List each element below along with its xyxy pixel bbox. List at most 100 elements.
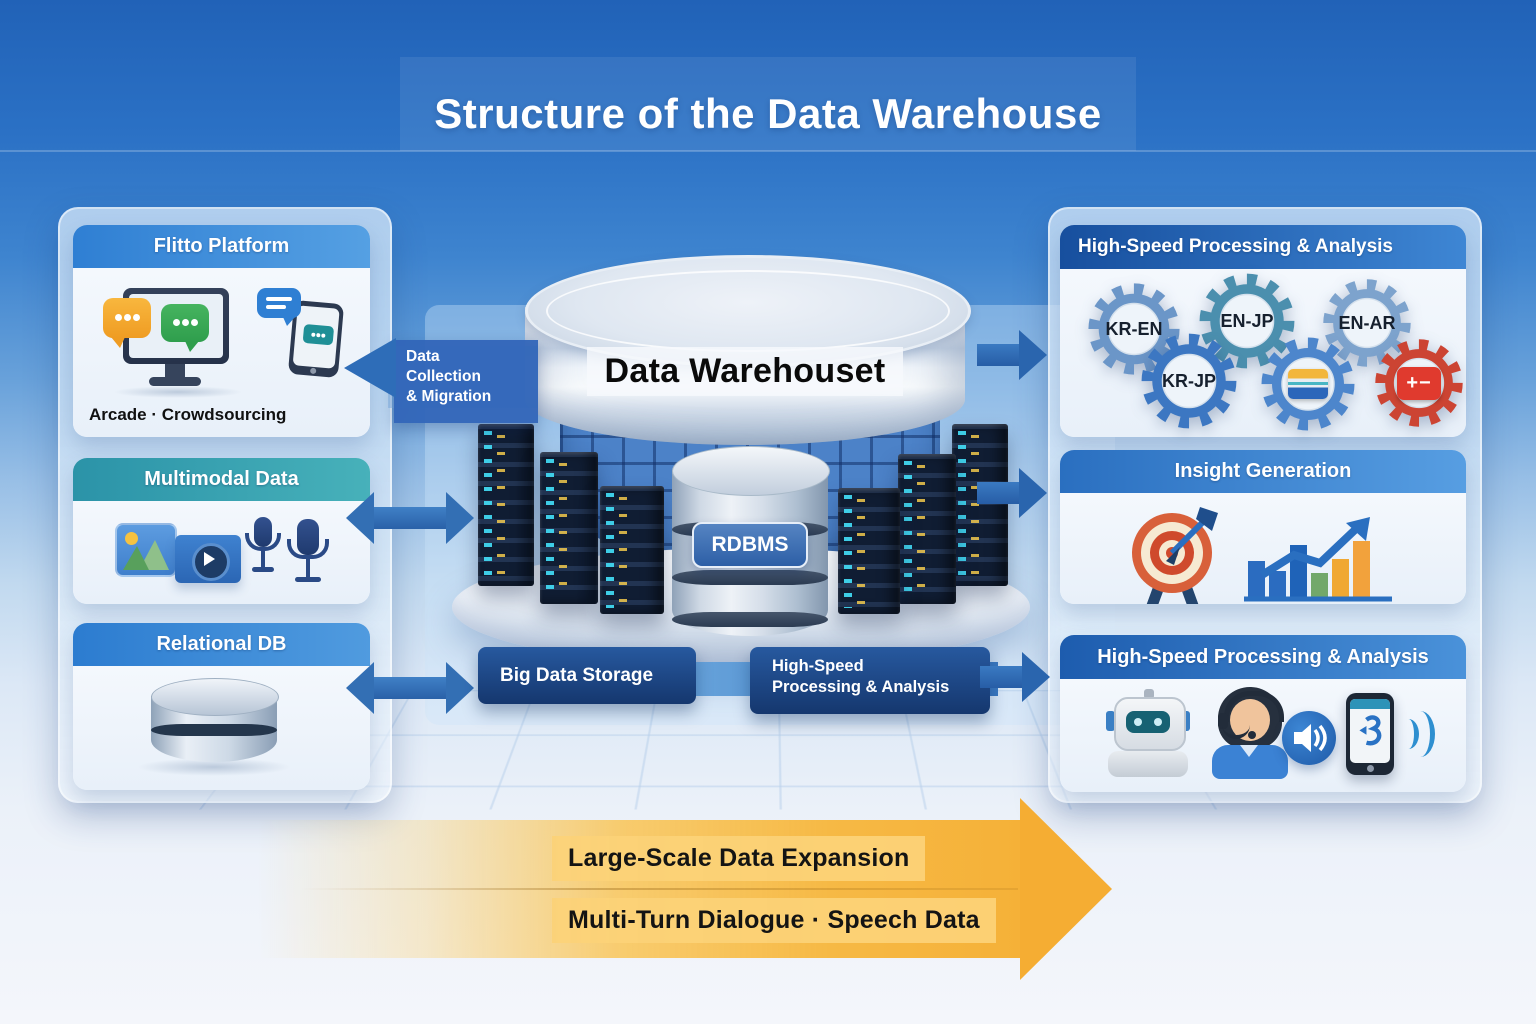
chat-bubble-icon bbox=[103, 298, 151, 348]
gear-icon: KR-JP bbox=[1138, 330, 1240, 432]
big-data-storage-label: Big Data Storage bbox=[478, 647, 696, 704]
header-divider bbox=[0, 150, 1536, 152]
gear-label: KR-EN bbox=[1105, 318, 1163, 339]
sun-glyph bbox=[125, 532, 138, 545]
robot-icon bbox=[1106, 689, 1190, 781]
video-icon bbox=[175, 535, 241, 583]
agent-collar bbox=[1240, 745, 1258, 757]
phone-topbar bbox=[1350, 699, 1390, 709]
panel-speech-processing: High-Speed Processing & Analysis bbox=[1060, 635, 1466, 792]
sound-wave-icon bbox=[1406, 711, 1435, 757]
arrow-left-icon bbox=[344, 338, 396, 398]
microphone-icon bbox=[287, 519, 329, 585]
support-agent-icon bbox=[1208, 687, 1292, 781]
double-arrow-icon bbox=[346, 662, 474, 714]
page-title: Structure of the Data Warehouse bbox=[434, 90, 1102, 137]
panel-body: Arcade · Crowdsourcing bbox=[73, 268, 370, 437]
server-rack-icon bbox=[540, 452, 598, 604]
database-band bbox=[151, 724, 277, 736]
gear-icon bbox=[1258, 334, 1358, 434]
gear-icon: +− bbox=[1372, 336, 1466, 430]
shadow bbox=[113, 386, 243, 398]
data-warehouse-cylinder: Data Warehouset bbox=[525, 255, 971, 445]
arrow-right-icon bbox=[977, 330, 1047, 380]
gear-icon: EN-JP bbox=[1196, 270, 1298, 372]
database-top bbox=[151, 678, 279, 716]
panel-caption: Arcade · Crowdsourcing bbox=[89, 405, 287, 424]
monitor-stand bbox=[165, 364, 185, 377]
gear-label: EN-JP bbox=[1220, 310, 1274, 331]
headset-band bbox=[1224, 691, 1284, 722]
gear-label: EN-AR bbox=[1338, 312, 1396, 333]
panel-header: Relational DB bbox=[73, 623, 370, 666]
chat-bubble-icon bbox=[257, 288, 301, 326]
server-rack-icon bbox=[600, 486, 664, 614]
panel-header: High-Speed Processing & Analysis bbox=[1060, 635, 1466, 679]
arrow-right-icon bbox=[977, 468, 1047, 518]
server-rack-icon bbox=[898, 454, 956, 604]
high-speed-processing-label: High-Speed Processing & Analysis bbox=[750, 647, 990, 714]
rdbms-top bbox=[672, 446, 830, 496]
server-rack-icon bbox=[952, 424, 1008, 586]
target-arrow-icon bbox=[1132, 507, 1218, 604]
headset-mic-boom bbox=[1222, 721, 1250, 739]
plus-minus-icon: +− bbox=[1397, 366, 1441, 400]
database-icon bbox=[137, 678, 291, 776]
image-icon bbox=[115, 523, 177, 577]
flag-stripes-icon bbox=[1288, 369, 1328, 399]
server-rack-icon bbox=[478, 424, 534, 586]
title-highlight bbox=[400, 57, 1136, 151]
phone-speech-icon bbox=[1346, 693, 1394, 775]
home-button bbox=[1367, 765, 1374, 772]
speaker-icon bbox=[1282, 711, 1336, 765]
gear-icon: EN-AR bbox=[1320, 276, 1414, 370]
robot-ear bbox=[1106, 711, 1115, 731]
panel-insight-generation: Insight Generation bbox=[1060, 450, 1466, 604]
server-rack-icon bbox=[838, 488, 900, 614]
home-button bbox=[309, 367, 317, 375]
expansion-label-2: Multi-Turn Dialogue · Speech Data bbox=[552, 898, 996, 943]
gear-icon: KR-EN bbox=[1085, 280, 1183, 378]
expansion-label-1: Large-Scale Data Expansion bbox=[552, 836, 926, 881]
panel-header: Insight Generation bbox=[1060, 450, 1466, 493]
panel-relational-db: Relational DB bbox=[73, 623, 370, 790]
phone-screen bbox=[292, 305, 340, 369]
robot-visor bbox=[1126, 711, 1170, 733]
panel-multimodal-data: Multimodal Data bbox=[73, 458, 370, 604]
rdbms-band bbox=[672, 570, 828, 585]
robot-antenna bbox=[1144, 689, 1154, 699]
headset-mic bbox=[1248, 731, 1256, 739]
panel-body bbox=[73, 666, 370, 790]
panel-header: Multimodal Data bbox=[73, 458, 370, 501]
robot-head bbox=[1114, 697, 1186, 751]
panel-body bbox=[1060, 493, 1466, 604]
mountain-glyph bbox=[123, 546, 149, 570]
data-collection-label: Data Collection & Migration bbox=[394, 340, 538, 423]
panel-body bbox=[73, 501, 370, 604]
warehouse-label: Data Warehouset bbox=[525, 347, 965, 396]
warehouse-label-text: Data Warehouset bbox=[586, 347, 904, 396]
rdbms-band bbox=[672, 612, 828, 627]
robot-body bbox=[1108, 751, 1188, 777]
monitor-base bbox=[149, 377, 201, 386]
video-lens bbox=[192, 543, 230, 581]
rdbms-cylinder: RDBMS bbox=[672, 446, 830, 636]
microphone-icon bbox=[245, 517, 281, 575]
play-glyph bbox=[204, 552, 215, 566]
speech-logo-glyph bbox=[1359, 715, 1382, 746]
chat-bubble-icon bbox=[161, 304, 209, 352]
panel-header: High-Speed Processing & Analysis bbox=[1060, 225, 1466, 269]
panel-body bbox=[1060, 679, 1466, 792]
expansion-arrow-divider bbox=[300, 888, 1018, 890]
phone-screen bbox=[1350, 699, 1390, 763]
rdbms-badge: RDBMS bbox=[692, 522, 808, 568]
gear-label: KR-JP bbox=[1161, 370, 1216, 391]
panel-header: Flitto Platform bbox=[73, 225, 370, 268]
expansion-arrow-head bbox=[1020, 798, 1112, 980]
arrow-right-icon bbox=[980, 652, 1050, 702]
shadow bbox=[137, 758, 291, 776]
double-arrow-icon bbox=[346, 492, 474, 544]
growth-chart-icon bbox=[1244, 517, 1392, 602]
chat-bubble-icon bbox=[302, 323, 335, 346]
panel-flitto-platform: Flitto Platform Arcade · Crowdsourcing bbox=[73, 225, 370, 437]
